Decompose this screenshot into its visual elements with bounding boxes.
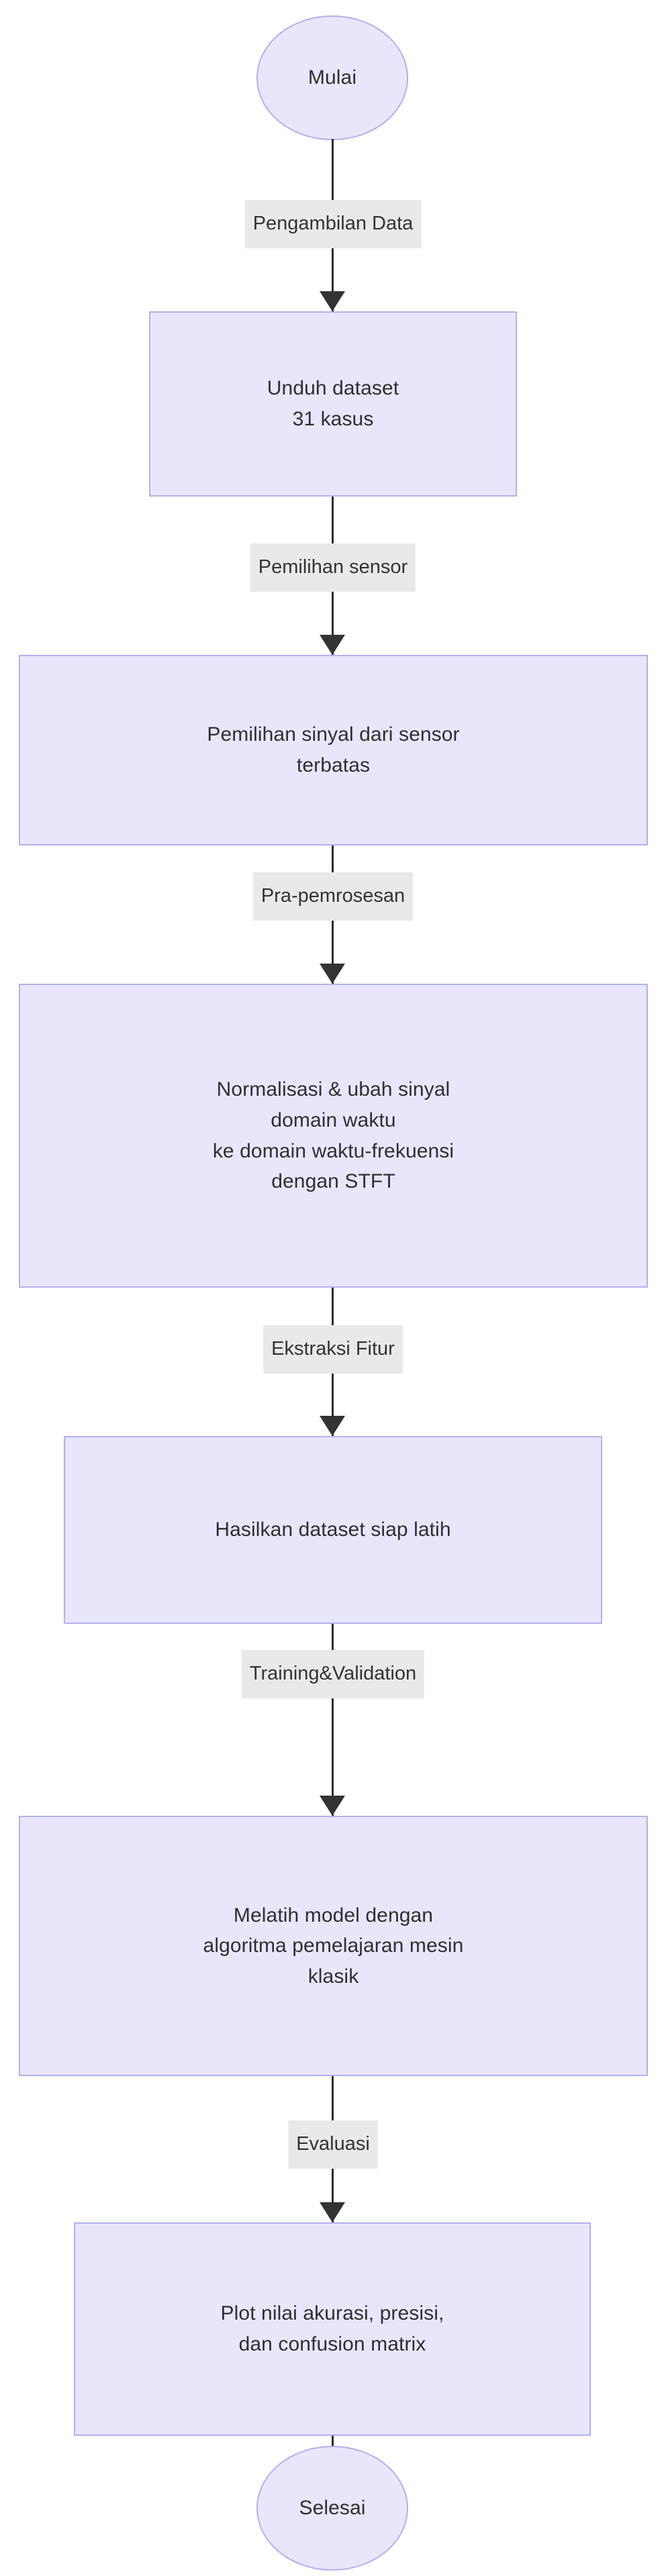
node-unduh-dataset-label: Unduh dataset 31 kasus	[267, 377, 399, 430]
arrow-head-mulai-unduh	[320, 291, 345, 311]
node-mulai[interactable]: Mulai	[256, 15, 408, 140]
edge-label-pra-pemrosesan: Pra-pemrosesan	[252, 872, 414, 921]
node-hasilkan-dataset[interactable]: Hasilkan dataset siap latih	[64, 1436, 602, 1624]
node-hasilkan-dataset-label: Hasilkan dataset siap latih	[215, 1518, 451, 1541]
node-selesai-label: Selesai	[299, 2497, 366, 2520]
node-pemilihan-sinyal[interactable]: Pemilihan sinyal dari sensor terbatas	[19, 655, 648, 845]
arrow-head-melatih-plot	[320, 2202, 345, 2222]
arrow-head-normalisasi-hasilkan	[320, 1416, 345, 1436]
node-melatih-model-label: Melatih model dengan algoritma pemelajar…	[203, 1904, 464, 1988]
node-plot-evaluasi-label: Plot nilai akurasi, presisi, dan confusi…	[220, 2302, 444, 2355]
node-pemilihan-sinyal-label: Pemilihan sinyal dari sensor terbatas	[207, 723, 460, 776]
node-mulai-label: Mulai	[307, 66, 357, 89]
arrow-head-hasilkan-melatih	[320, 1796, 345, 1816]
edge-label-evaluasi: Evaluasi	[288, 2120, 378, 2169]
node-normalisasi-stft-label: Normalisasi & ubah sinyal domain waktu k…	[212, 1078, 455, 1193]
node-selesai[interactable]: Selesai	[256, 2446, 408, 2571]
node-melatih-model[interactable]: Melatih model dengan algoritma pemelajar…	[19, 1816, 648, 2076]
edge-line-hasilkan-melatih	[332, 1624, 334, 1818]
edge-label-ekstraksi-fitur: Ekstraksi Fitur	[263, 1325, 403, 1374]
node-normalisasi-stft[interactable]: Normalisasi & ubah sinyal domain waktu k…	[19, 984, 648, 1288]
edge-label-pengambilan-data: Pengambilan Data	[244, 200, 422, 248]
edge-label-training-validation: Training&Validation	[241, 1650, 425, 1698]
edge-label-pemilihan-sensor: Pemilihan sensor	[250, 544, 416, 592]
arrow-head-unduh-pemilihan	[320, 635, 345, 655]
node-unduh-dataset[interactable]: Unduh dataset 31 kasus	[149, 311, 517, 497]
arrow-head-pemilihan-normalisasi	[320, 964, 345, 984]
node-plot-evaluasi[interactable]: Plot nilai akurasi, presisi, dan confusi…	[74, 2222, 591, 2436]
